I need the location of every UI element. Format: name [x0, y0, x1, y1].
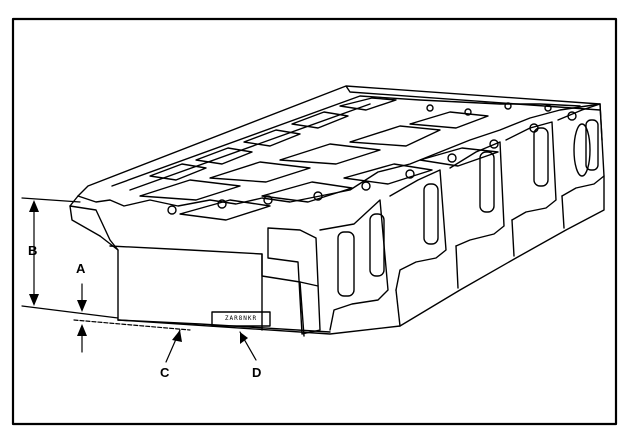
left-end-face	[69, 205, 119, 321]
callout-a: A	[76, 261, 86, 276]
callout-b: B	[28, 243, 38, 258]
id-stamp-text: ZAR8NKR	[224, 315, 258, 322]
top-pockets	[139, 97, 499, 221]
side-ribs	[261, 195, 565, 337]
cover-rail	[111, 95, 581, 187]
gasket-face	[117, 175, 605, 335]
frame-border	[11, 17, 618, 426]
id-stamp-plate	[211, 311, 271, 327]
arrowheads	[29, 200, 248, 344]
bolt-bosses	[167, 102, 577, 215]
port-flanges	[267, 103, 605, 335]
callout-c: C	[160, 365, 170, 380]
head-top-front-edge	[77, 103, 601, 207]
dimension-lines	[21, 197, 257, 363]
callout-d: D	[252, 365, 262, 380]
